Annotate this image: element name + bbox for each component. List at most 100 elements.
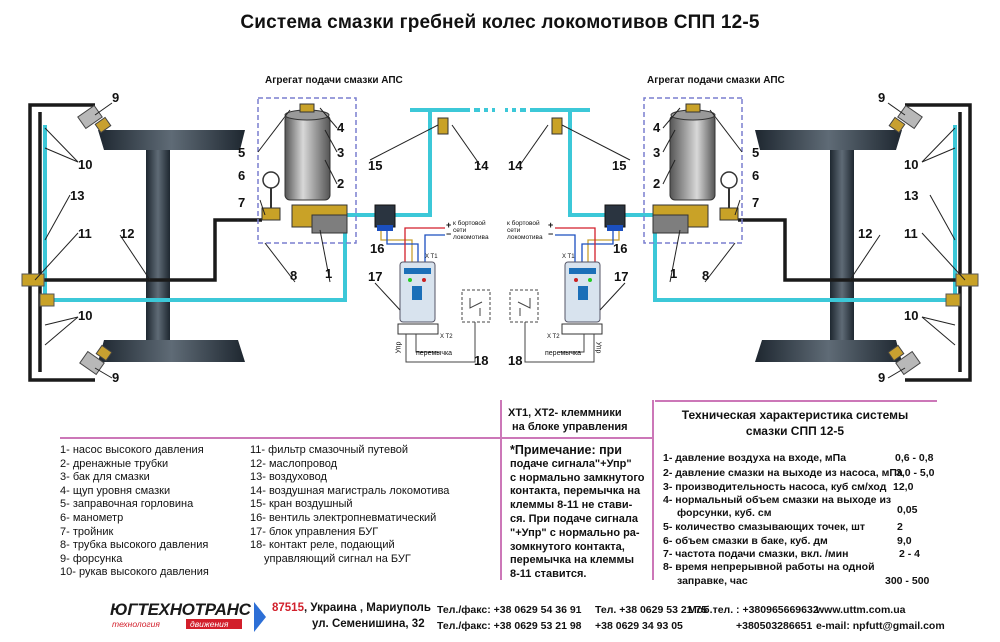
minus-sign-right: − [548,229,554,239]
legend-item: 15- кран воздушный [250,498,353,511]
xt-note-line: ХТ1, ХТ2- клеммники [508,407,622,419]
address-line-2: ул. Семенишина, 32 [312,618,425,630]
phone-1: Тел. +38 0629 53 21 75 [595,604,708,616]
legend-item: 13- воздуховод [250,471,327,484]
callout-10-top-left: 10 [78,157,93,172]
spec-divider-top [655,400,937,402]
callout-6-right: 6 [752,168,760,183]
legend-column-2: 11- фильтр смазочный путевой 12- маслопр… [250,444,449,566]
spec-label: форсунки, куб. см [677,507,772,519]
callout-1-right: 1 [670,266,678,281]
remark-block: *Примечание: при подаче сигнала"+Упр" с … [510,443,645,582]
callout-9-bottom-right: 9 [878,370,886,385]
callout-2-right: 2 [653,176,661,191]
spec-value: 0,05 [897,504,918,516]
callout-10-top-right: 10 [904,157,919,172]
spec-label: 6- объем смазки в баке, куб. дм [663,535,828,547]
spec-label: заправке, час [677,575,748,587]
legend-item: 10- рукав высокого давления [60,566,209,579]
website-link[interactable]: www.uttm.com.ua [816,604,906,616]
callout-7-right: 7 [752,195,760,210]
callout-15-left: 15 [368,158,383,173]
spec-title-line: смазки СПП 12-5 [745,424,845,438]
phone-fax-2: Тел./факс: +38 0629 53 21 98 [437,620,582,632]
callout-3-left: 3 [337,145,345,160]
spec-label: 4- нормальный объем смазки на выходе из [663,494,892,506]
spec-value: 12,0 [893,481,914,493]
plus-sign-right: + [548,220,554,230]
legend-item: 16- вентиль электропневматический [250,511,437,524]
spec-value: 0,6 - 0,8 [895,452,934,464]
callout-12-left: 12 [120,226,135,241]
callout-12-right: 12 [858,226,873,241]
callout-14-right: 14 [508,158,523,173]
city: , Украина , Мариуполь [303,602,431,614]
callout-13-left: 13 [70,188,85,203]
callout-3-right: 3 [653,145,661,160]
spec-label: 7- частота подачи смазки, вкл. /мин [663,548,849,560]
legend-divider [60,437,502,439]
callout-1-left: 1 [325,266,333,281]
xt1-label-right: X T1 [562,254,575,260]
callout-9-bottom-left: 9 [112,370,120,385]
legend-item: 2- дренажные трубки [60,457,169,470]
email-link[interactable]: e-mail: npfutt@gmail.com [816,620,945,632]
callout-11-right: 11 [904,226,918,241]
spec-value: 2 [897,521,903,533]
upr-label-left: Упр [395,341,403,354]
callout-17-right: 17 [614,269,629,284]
note-divider-top [502,437,652,439]
jumper-label-right: перемычка [545,350,582,357]
spec-value: 300 - 500 [885,575,930,587]
plus-sign-left: + [446,220,452,230]
logo-sub-1: технология [112,619,160,629]
mobile-2: +380503286651 [736,620,813,632]
logo-sub-2: движения [190,619,229,629]
legend-item: 3- бак для смазки [60,471,150,484]
spec-label: 1- давление воздуха на входе, мПа [663,452,847,464]
legend-item: 18- контакт реле, подающий [250,539,395,552]
spec-label: 8- время непрерывной работы на одной [663,561,875,573]
callout-7-left: 7 [238,195,246,210]
legend-item: 14- воздушная магистраль локомотива [250,484,450,497]
legend-item: 4- щуп уровня смазки [60,484,171,497]
callout-14-left: 14 [474,158,489,173]
note-divider-right [652,400,654,580]
callout-10-bottom-left: 10 [78,308,93,323]
remark-line: зомкнутого контакта, [510,540,625,553]
legend-item: 17- блок управления БУГ [250,525,379,538]
xt2-label-left: X T2 [440,334,453,340]
callout-15-right: 15 [612,158,627,173]
board-label-right: к бортовой сети локомотива [507,220,543,241]
legend-item: 5- заправочная горловина [60,498,194,511]
remark-line: клеммы 8-11 не стави- [510,499,633,512]
callout-4-right: 4 [653,120,661,135]
callout-5-left: 5 [238,145,246,160]
spec-title: Техническая характеристика системы смазк… [660,407,930,439]
page-title: Система смазки гребней колес локомотивов… [240,12,760,33]
xt1-label-left: X T1 [425,254,438,260]
callout-8-right: 8 [702,268,710,283]
callout-13-right: 13 [904,188,919,203]
remark-line: ся. При подаче сигнала [510,512,639,525]
board-label-left: к бортовой сети локомотива [453,220,489,241]
logo-text: ЮГТЕХНОТРАНС [110,600,251,619]
callout-8-left: 8 [290,268,298,283]
spec-value: 3,0 - 5,0 [896,467,935,479]
legend-item: 8- трубка высокого давления [60,539,209,552]
legend-item: 12- маслопровод [250,457,338,470]
remark-line: с нормально замкнутого [510,471,645,484]
spec-value: 2 - 4 [899,548,921,560]
callout-18-right: 18 [508,353,523,368]
spec-title-line: Техническая характеристика системы [681,408,909,422]
callout-5-right: 5 [752,145,760,160]
xt2-label-right: X T2 [547,334,560,340]
company-logo: ЮГТЕХНОТРАНС технология движения [110,600,260,636]
callout-18-left: 18 [474,353,489,368]
callout-16-right: 16 [613,241,628,256]
legend-column-1: 1- насос высокого давления 2- дренажные … [60,444,209,580]
aps-label-right: Агрегат подачи смазки АПС [647,75,785,86]
upr-label-right: Упр [594,341,602,354]
legend-item: 11- фильтр смазочный путевой [250,444,409,456]
legend-item: 6- манометр [60,511,124,524]
